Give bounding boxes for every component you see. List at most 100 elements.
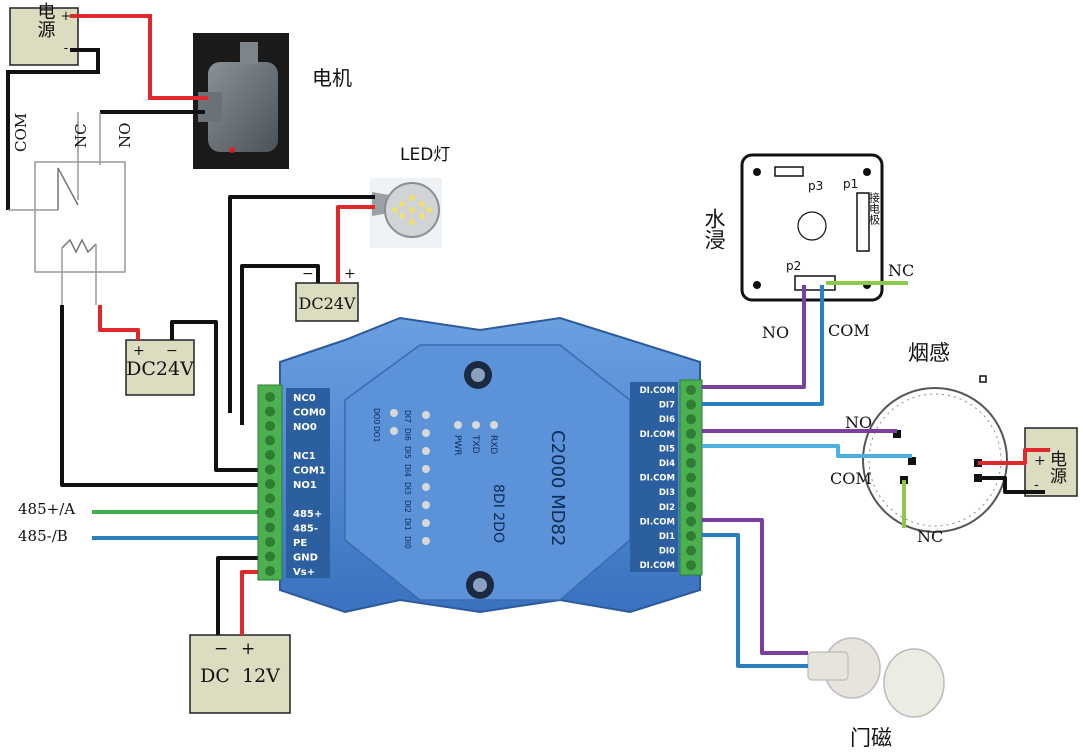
smoke-detector: 烟感 NO COM NC	[830, 341, 1008, 546]
di-led	[422, 537, 430, 545]
smoke-detector-ring	[862, 387, 1008, 533]
right-terminal-label: DI2	[659, 503, 675, 513]
dc12-plus: +	[241, 639, 255, 659]
power-supply-right: + - 电源	[1024, 427, 1078, 497]
di-led	[422, 411, 430, 419]
di-led-label: DI1	[403, 518, 412, 531]
wire-black-com	[6, 48, 100, 210]
water-com-label: COM	[828, 321, 870, 340]
dc24-left-box	[125, 339, 195, 396]
left-terminal-label: NC1	[293, 451, 316, 462]
right-terminal-screw	[686, 443, 696, 454]
rs485-labels: 485+/A 485-/B	[18, 500, 75, 545]
dc12-box	[189, 634, 291, 714]
right-terminal-label: DI4	[659, 459, 675, 469]
right-terminal-screw	[686, 458, 696, 468]
right-terminal-label: DI5	[659, 444, 675, 454]
led-lamp: LED灯	[370, 145, 450, 248]
relay-schematic: COM NC NO	[8, 112, 134, 305]
water-electrode-label: 接电极	[868, 192, 881, 226]
left-terminal-screw	[265, 479, 275, 489]
power-supply-right-minus: -	[1034, 477, 1039, 493]
motor-shaft	[240, 42, 258, 64]
wire-dc24-top-minus	[240, 264, 320, 425]
right-terminal-label: DI.COM	[640, 386, 675, 396]
right-terminal-label: DI0	[659, 547, 675, 557]
rs485-b-label: 485-/B	[18, 527, 68, 545]
relay-box	[34, 161, 126, 273]
wires-right	[702, 281, 1050, 668]
wire-dc24-left-minus	[170, 320, 268, 472]
di-led-label: DI2	[403, 500, 412, 513]
led-label: LED灯	[400, 145, 450, 165]
di-led-label: DI6	[403, 428, 412, 441]
left-terminal-label: COM0	[293, 408, 326, 419]
dc24-top-box	[295, 282, 359, 322]
power-supply-top-box	[9, 7, 79, 66]
dc24-left-label: DC24V	[126, 358, 194, 380]
motor-indicator	[229, 147, 235, 153]
dc24-left-minus: −	[166, 343, 178, 359]
right-terminal-screw	[686, 545, 696, 556]
status-led	[472, 421, 480, 429]
water-p1-header	[856, 192, 870, 252]
right-terminal-screw	[686, 516, 696, 527]
dc24-top-plus: +	[344, 266, 356, 282]
di-led	[422, 483, 430, 491]
dc24-top: DC24V − +	[295, 266, 359, 322]
wire-door-blue	[702, 533, 808, 668]
do-led-label: DO0	[372, 408, 381, 425]
right-terminal-screw	[686, 414, 696, 425]
left-terminal-label: NC0	[293, 393, 316, 404]
left-terminal-screw	[265, 493, 275, 504]
power-supply-top-label: 电源	[35, 2, 56, 39]
smoke-terminal-com	[908, 457, 916, 465]
wire-water-no	[702, 285, 806, 389]
left-terminal-label: 485+	[293, 509, 322, 520]
relay-no-label: NO	[116, 123, 134, 148]
wire-door-purple	[702, 518, 808, 655]
right-terminal-screw	[686, 501, 696, 512]
do-led	[390, 427, 398, 435]
power-supply-top-plus: +	[61, 9, 72, 24]
dc24-left-plus: +	[133, 343, 145, 359]
terminal-label-strip-right	[630, 382, 678, 572]
water-sensor: p3 p1 p2 接电极 水浸 NO COM NC	[702, 153, 914, 342]
right-terminals: DI.COMDI7DI6DI.COMDI5DI4DI.COMDI3DI2DI.C…	[640, 385, 696, 571]
left-terminal-label: NO1	[293, 480, 317, 491]
water-p1-label: p1	[843, 177, 858, 191]
relay-nc-label: NC	[72, 123, 90, 148]
dc24-left: DC24V + −	[125, 339, 195, 396]
smoke-label: 烟感	[908, 341, 950, 365]
smoke-led	[979, 375, 987, 383]
di-led	[422, 465, 430, 473]
led-dots	[392, 195, 432, 225]
wire-water-com	[702, 285, 824, 406]
right-terminal-screw	[686, 560, 696, 571]
right-terminal-label: DI3	[659, 488, 675, 498]
right-terminal-label: DI7	[659, 401, 675, 411]
power-supply-top: 电源 + -	[9, 2, 79, 66]
wire-dc12-plus	[240, 570, 268, 635]
status-led	[454, 421, 462, 429]
dc24-top-label: DC24V	[299, 294, 356, 313]
left-terminal-screw	[265, 392, 275, 402]
wire-led-black	[228, 195, 375, 413]
power-supply-right-plus: +	[1034, 453, 1046, 469]
motor-label: 电机	[312, 66, 352, 90]
relay-coil	[61, 238, 97, 254]
water-no-label: NO	[762, 323, 789, 342]
di-led-label: DI7	[403, 410, 412, 423]
left-terminal-screw	[265, 406, 275, 417]
smoke-com-label: COM	[830, 469, 872, 488]
right-terminal-label: DI.COM	[640, 474, 675, 484]
di-led-label: DI5	[403, 446, 412, 459]
right-terminal-label: DI.COM	[640, 430, 675, 440]
water-p3-header	[774, 166, 804, 177]
door-label: 门磁	[850, 726, 892, 750]
di-led	[422, 519, 430, 527]
wire-smoke-power-plus	[978, 448, 1050, 465]
